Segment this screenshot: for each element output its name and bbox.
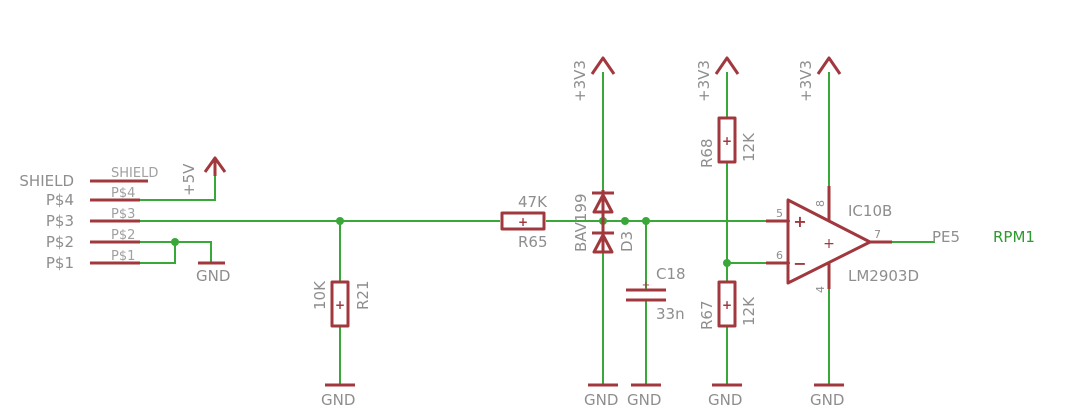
ground-r21: GND xyxy=(321,383,355,409)
junction-dot xyxy=(642,217,650,225)
r67-name: R67 xyxy=(698,300,716,330)
diode-d3: BAV199 D3 xyxy=(572,190,636,254)
ground-c18-label: GND xyxy=(627,391,661,409)
d3-name: D3 xyxy=(618,231,636,252)
svg-text:+: + xyxy=(518,215,528,229)
connector-pin-3: P$3 xyxy=(46,212,74,230)
supply-3v3-c: +3V3 xyxy=(797,56,842,102)
r68-value: 12K xyxy=(740,132,758,162)
ic-pin-plus: 5 xyxy=(776,207,783,220)
r67-value: 12K xyxy=(740,296,758,326)
connector-pinlabel-shield: SHIELD xyxy=(111,166,158,181)
output-nets: PE5 RPM1 xyxy=(932,228,1035,246)
junction-dot xyxy=(621,217,629,225)
connector-pin-1: P$1 xyxy=(46,254,74,272)
r68-name: R68 xyxy=(698,138,716,168)
junction-dot xyxy=(723,259,731,267)
svg-text:+: + xyxy=(823,236,835,252)
ground-r21-label: GND xyxy=(321,391,355,409)
supply-5v-label: +5V xyxy=(180,163,198,196)
ground-connector: GND xyxy=(196,261,230,285)
ic-value: LM2903D xyxy=(848,267,919,285)
ground-c18: GND xyxy=(627,383,661,409)
d3-value: BAV199 xyxy=(572,194,590,252)
r21-name: R21 xyxy=(354,280,372,310)
svg-text:−: − xyxy=(793,254,806,273)
resistor-r67: + R67 12K xyxy=(698,280,758,330)
ic-pin-vcc: 8 xyxy=(814,200,827,207)
supply-5v: +5V xyxy=(180,156,227,196)
net-pe5: PE5 xyxy=(932,228,960,246)
ground-ic-label: GND xyxy=(810,391,844,409)
connector-pin-4: P$4 xyxy=(46,191,74,209)
resistor-r21: + 10K R21 xyxy=(311,280,372,328)
ic-pin-out: 7 xyxy=(874,228,881,241)
ic-name: IC10B xyxy=(848,202,892,220)
connector-pin-2: P$2 xyxy=(46,233,74,251)
svg-text:+: + xyxy=(793,212,806,231)
capacitor-c18: + C18 33n xyxy=(626,265,686,323)
ground-d3: GND xyxy=(584,383,618,409)
connector-pinlabel-4: P$4 xyxy=(111,186,135,201)
ground-connector-label: GND xyxy=(196,267,230,285)
r65-value: 47K xyxy=(518,193,548,211)
supply-3v3-a-label: +3V3 xyxy=(571,60,589,102)
r65-name: R65 xyxy=(518,233,548,251)
ground-d3-label: GND xyxy=(584,391,618,409)
ground-r67: GND xyxy=(708,383,742,409)
resistor-r68: + R68 12K xyxy=(698,116,758,168)
svg-text:+: + xyxy=(335,298,345,312)
c18-value: 33n xyxy=(656,305,685,323)
ground-ic: GND xyxy=(810,383,844,409)
svg-text:+: + xyxy=(642,280,650,291)
svg-text:+: + xyxy=(722,298,732,312)
ic-pin-gnd: 4 xyxy=(814,286,827,293)
junction-dot xyxy=(336,217,344,225)
supply-3v3-b-label: +3V3 xyxy=(695,60,713,102)
ic-pin-minus: 6 xyxy=(776,249,783,262)
connector-pinlabel-2: P$2 xyxy=(111,228,135,243)
net-rpm1: RPM1 xyxy=(993,228,1035,246)
resistor-r65: + 47K R65 xyxy=(500,193,548,251)
connector-pinlabel-1: P$1 xyxy=(111,249,135,264)
connector-pin-shield: SHIELD xyxy=(19,172,74,190)
connector: SHIELD P$4 P$3 P$2 P$1 SHIELD P$4 P$3 P$… xyxy=(19,166,158,272)
r21-value: 10K xyxy=(311,280,329,310)
supply-3v3-c-label: +3V3 xyxy=(797,60,815,102)
svg-text:+: + xyxy=(722,134,732,148)
connector-pinlabel-3: P$3 xyxy=(111,207,135,222)
c18-name: C18 xyxy=(656,265,686,283)
ground-r67-label: GND xyxy=(708,391,742,409)
comparator-ic10b: + − + 5 6 7 8 4 IC10B LM2903D xyxy=(766,186,919,293)
junction-dot xyxy=(171,238,179,246)
supply-3v3-a: +3V3 xyxy=(571,56,616,102)
supply-3v3-b: +3V3 xyxy=(695,56,740,102)
